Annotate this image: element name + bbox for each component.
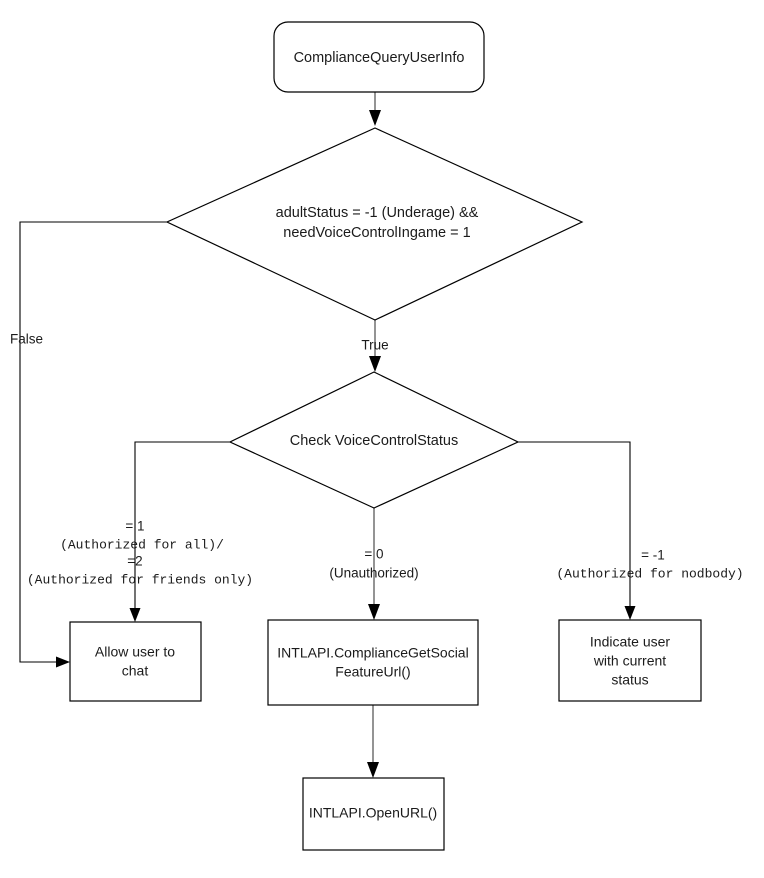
node-decision-voice-control-status-label: Check VoiceControlStatus (290, 433, 458, 449)
node-compliance-get-social-feature-url-line2: FeatureUrl() (335, 664, 410, 680)
edge-decision-adult-false: False (10, 221, 167, 668)
edge-social-url-to-open-url (367, 705, 379, 778)
edge-voice-unauthorized: = 0 (Unauthorized) (329, 508, 419, 620)
node-start-label: ComplianceQueryUserInfo (294, 50, 465, 66)
node-decision-adult-status[interactable]: adultStatus = -1 (Underage) && needVoice… (165, 127, 584, 321)
node-indicate-user-status-line3: status (611, 672, 648, 688)
edge-label-unauthorized-line1: = 0 (364, 547, 383, 562)
node-open-url[interactable]: INTLAPI.OpenURL() (302, 777, 445, 851)
node-indicate-user-status[interactable]: Indicate user with current status (558, 619, 702, 702)
edge-label-authorized-line2: (Authorized for all)/ (60, 537, 224, 552)
node-allow-user-to-chat-shape[interactable] (69, 621, 202, 702)
node-indicate-user-status-line2: with current (593, 653, 666, 669)
node-decision-adult-status-line1: adultStatus = -1 (Underage) && (276, 205, 479, 221)
node-allow-user-to-chat[interactable]: Allow user to chat (69, 621, 202, 702)
node-compliance-get-social-feature-url-shape[interactable] (267, 619, 479, 706)
node-start-shape[interactable] (273, 21, 485, 93)
node-start[interactable]: ComplianceQueryUserInfo (273, 21, 485, 93)
edge-voice-nobody: = -1 (Authorized for nodbody) (518, 441, 744, 620)
edge-start-to-decision-adult (369, 92, 381, 126)
edge-label-unauthorized-line2: (Unauthorized) (329, 566, 418, 581)
edge-label-authorized-line1: = 1 (125, 519, 144, 534)
node-open-url-label: INTLAPI.OpenURL() (309, 805, 437, 821)
node-compliance-get-social-feature-url[interactable]: INTLAPI.ComplianceGetSocial FeatureUrl() (267, 619, 479, 706)
node-open-url-shape[interactable] (302, 777, 445, 851)
edge-label-authorized-line4: (Authorized for friends only) (27, 572, 253, 587)
node-compliance-get-social-feature-url-line1: INTLAPI.ComplianceGetSocial (277, 645, 468, 661)
edge-label-false: False (10, 332, 43, 347)
node-indicate-user-status-line1: Indicate user (590, 634, 670, 650)
node-decision-voice-control-status-shape[interactable] (228, 371, 520, 509)
node-allow-user-to-chat-line1: Allow user to (95, 644, 175, 660)
node-decision-voice-control-status[interactable]: Check VoiceControlStatus (228, 371, 520, 509)
node-decision-adult-status-line2: needVoiceControlIngame = 1 (283, 225, 470, 241)
node-indicate-user-status-shape[interactable] (558, 619, 702, 702)
edge-label-nobody-line2: (Authorized for nodbody) (556, 566, 743, 581)
edge-voice-authorized: = 1 (Authorized for all)/ =2 (Authorized… (27, 441, 253, 622)
node-allow-user-to-chat-line2: chat (122, 663, 149, 679)
edge-decision-adult-true: True (361, 320, 389, 372)
node-decision-adult-status-shape[interactable] (165, 127, 584, 321)
edge-label-authorized-line3: =2 (127, 554, 142, 569)
edge-label-nobody-line1: = -1 (641, 548, 665, 563)
edge-label-true: True (361, 338, 388, 353)
